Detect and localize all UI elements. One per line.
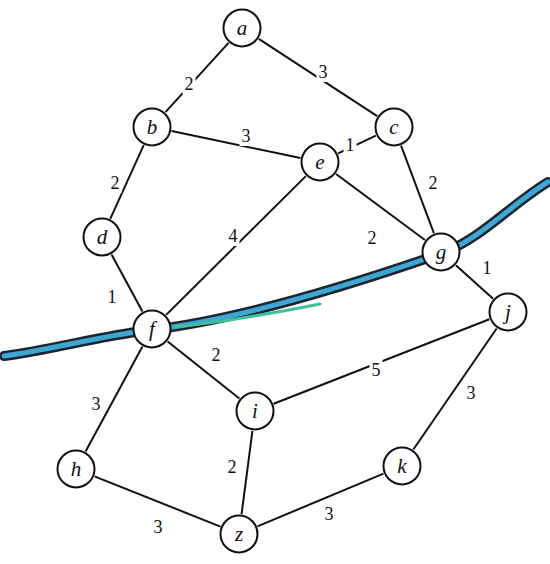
edge-weight: 2 <box>427 173 440 193</box>
vertex-name: j <box>505 302 511 323</box>
edge-weight: 2 <box>226 457 239 477</box>
vertex-circle: i <box>235 391 275 431</box>
vertex-circle: j <box>488 292 528 332</box>
vertex-circle: b <box>132 107 172 147</box>
vertex-circle: c <box>374 107 414 147</box>
graph-edge <box>336 174 425 240</box>
edge-weight: 1 <box>481 258 494 278</box>
edge-weight: 1 <box>106 287 119 307</box>
graph-edge <box>172 131 301 158</box>
vertex-circle: z <box>219 514 259 554</box>
vertex-name: z <box>235 524 243 545</box>
vertex-name: f <box>149 319 155 340</box>
graph-edge <box>165 43 228 112</box>
vertex-name: k <box>397 456 406 477</box>
edge-weight: 3 <box>323 504 336 524</box>
edge-weight: 5 <box>370 360 383 380</box>
edge-weight: 3 <box>317 62 330 82</box>
graph-edge <box>166 176 306 315</box>
vertex-name: i <box>252 401 258 422</box>
edge-weight: 3 <box>90 394 103 414</box>
edge-weight: 3 <box>152 517 165 537</box>
vertex-circle: f <box>132 309 172 349</box>
vertex-name: g <box>436 242 447 263</box>
vertex-circle: a <box>222 8 262 48</box>
vertex-name: d <box>97 227 108 248</box>
graph-edge <box>257 474 383 527</box>
graph-edge <box>242 431 253 514</box>
graph-edge <box>259 39 377 116</box>
vertex-circle: k <box>382 446 422 486</box>
river-line <box>4 182 548 356</box>
vertex-circle: e <box>300 142 340 182</box>
edge-weight: 3 <box>240 126 253 146</box>
river-edge <box>4 182 548 356</box>
edge-weight: 2 <box>210 345 223 365</box>
edge-weight: 1 <box>344 135 357 155</box>
edge-weight: 2 <box>183 74 196 94</box>
vertex-name: c <box>389 117 398 138</box>
vertex-name: e <box>315 152 324 173</box>
river-highlight <box>175 304 320 327</box>
graph-edge <box>168 341 240 398</box>
vertex-name: b <box>147 117 158 138</box>
graph-edge <box>86 347 143 452</box>
vertex-circle: h <box>56 449 96 489</box>
vertex-name: a <box>237 18 248 39</box>
vertex-name: h <box>71 459 82 480</box>
edge-weight: 3 <box>465 383 478 403</box>
edge-weight: 2 <box>109 173 122 193</box>
graph-edge <box>274 319 490 403</box>
vertex-circle: g <box>421 232 461 272</box>
graph-edge <box>413 328 496 449</box>
edge-weight: 2 <box>366 228 379 248</box>
edge-weight: 4 <box>227 226 240 246</box>
vertex-circle: d <box>82 217 122 257</box>
